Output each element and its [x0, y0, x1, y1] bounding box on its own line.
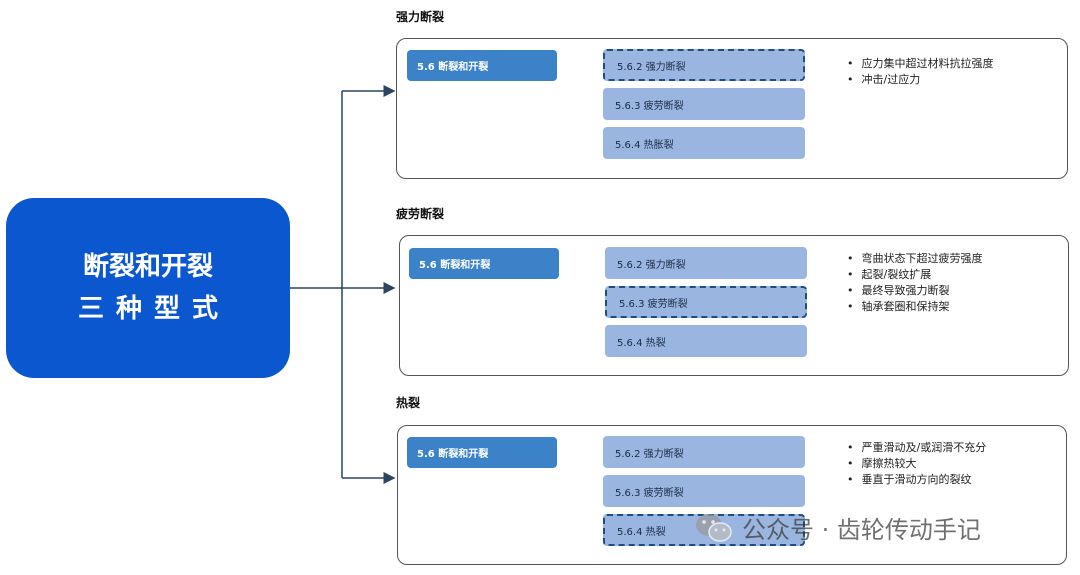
node-strength-fracture: 5.6.2 强力断裂 — [603, 436, 805, 468]
bullet-item: 轴承套圈和保持架 — [847, 299, 983, 315]
bullet-item: 摩擦热较大 — [847, 456, 986, 472]
bullet-list-3: 严重滑动及/或润滑不充分 摩擦热较大 垂直于滑动方向的裂纹 — [847, 440, 987, 488]
main-topic-line1: 断裂和开裂 — [82, 252, 213, 282]
bullet-item: 冲击/过应力 — [847, 72, 994, 88]
node-thermal-crack: 5.6.4 热胀裂 — [603, 127, 805, 159]
node-fatigue-fracture: 5.6.3 疲劳断裂 — [603, 88, 805, 120]
bullet-item: 起裂/裂纹扩展 — [847, 267, 983, 283]
bullet-item: 严重滑动及/或润滑不充分 — [847, 440, 987, 456]
node-fatigue-fracture: 5.6.3 疲劳断裂 — [605, 286, 807, 318]
root-node: 5.6 断裂和开裂 — [407, 437, 557, 468]
root-node: 5.6 断裂和开裂 — [409, 248, 559, 279]
bullet-item: 弯曲状态下超过疲劳强度 — [847, 251, 983, 267]
bullet-list-1: 应力集中超过材料抗拉强度 冲击/过应力 — [847, 56, 994, 88]
node-strength-fracture: 5.6.2 强力断裂 — [605, 247, 807, 279]
main-topic-box: 断裂和开裂 三种型式 — [6, 198, 290, 378]
wechat-icon — [694, 512, 734, 544]
bullet-item: 应力集中超过材料抗拉强度 — [847, 56, 994, 72]
section-title-strength-fracture: 强力断裂 — [396, 10, 445, 24]
bullet-list-2: 弯曲状态下超过疲劳强度 起裂/裂纹扩展 最终导致强力断裂 轴承套圈和保持架 — [847, 251, 983, 315]
node-strength-fracture: 5.6.2 强力断裂 — [603, 49, 805, 81]
section-title-fatigue-fracture: 疲劳断裂 — [396, 207, 445, 221]
bullet-item: 垂直于滑动方向的裂纹 — [847, 472, 986, 488]
node-fatigue-fracture: 5.6.3 疲劳断裂 — [603, 475, 805, 507]
section-title-thermal-crack: 热裂 — [396, 396, 421, 410]
watermark: 公众号 · 齿轮传动手记 — [694, 510, 981, 545]
watermark-text: 公众号 · 齿轮传动手记 — [742, 516, 981, 544]
node-thermal-crack: 5.6.4 热裂 — [605, 325, 807, 357]
bullet-item: 最终导致强力断裂 — [847, 283, 983, 299]
main-topic-line2: 三种型式 — [77, 294, 230, 324]
root-node: 5.6 断裂和开裂 — [407, 50, 557, 81]
